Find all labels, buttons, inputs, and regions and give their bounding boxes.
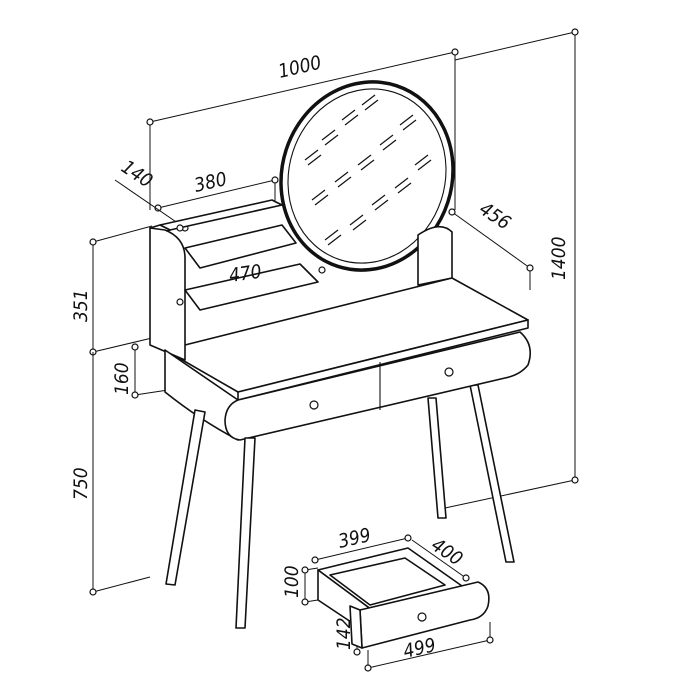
mirror-reflection-marks [304,94,432,246]
dim-depth: 456 [475,198,514,235]
drawer-knob-right [444,367,454,377]
back-leg-right [427,397,447,519]
dim-drawer-height: 100 [281,565,303,598]
front-leg-left [165,409,206,586]
dim-drawer-front-height: 142 [333,617,355,650]
mirror-frame [279,80,455,272]
drawer-knob-left [309,400,319,410]
dim-height: 1400 [548,236,570,280]
drawer-band [224,331,531,441]
back-leg-right-2 [469,384,515,563]
table-top-edge [237,319,529,401]
dim-shelf-unit-height: 351 [70,289,92,322]
dim-drawer-width: 399 [336,524,373,553]
back-rail [417,225,453,286]
drawer-front-side [349,605,363,649]
shelf-upper [184,224,297,269]
vanity-table [149,80,531,629]
drawer-detail-knob [417,612,427,622]
mirror-glass [287,88,447,264]
dim-middle-shelf: 470 [228,261,263,287]
dim-width: 1000 [276,52,323,83]
shelf-middle [184,263,319,311]
drawer-box-inner [329,557,446,606]
dim-drawer-band: 160 [111,362,133,395]
dimension-lines [89,28,579,672]
shelf-upright [149,227,186,361]
front-leg-right [235,437,256,629]
dim-drawer-front-width: 499 [401,634,438,663]
dim-table-height: 750 [70,467,92,500]
dim-shelf-depth: 140 [117,156,156,193]
drawer-detail [317,547,490,649]
